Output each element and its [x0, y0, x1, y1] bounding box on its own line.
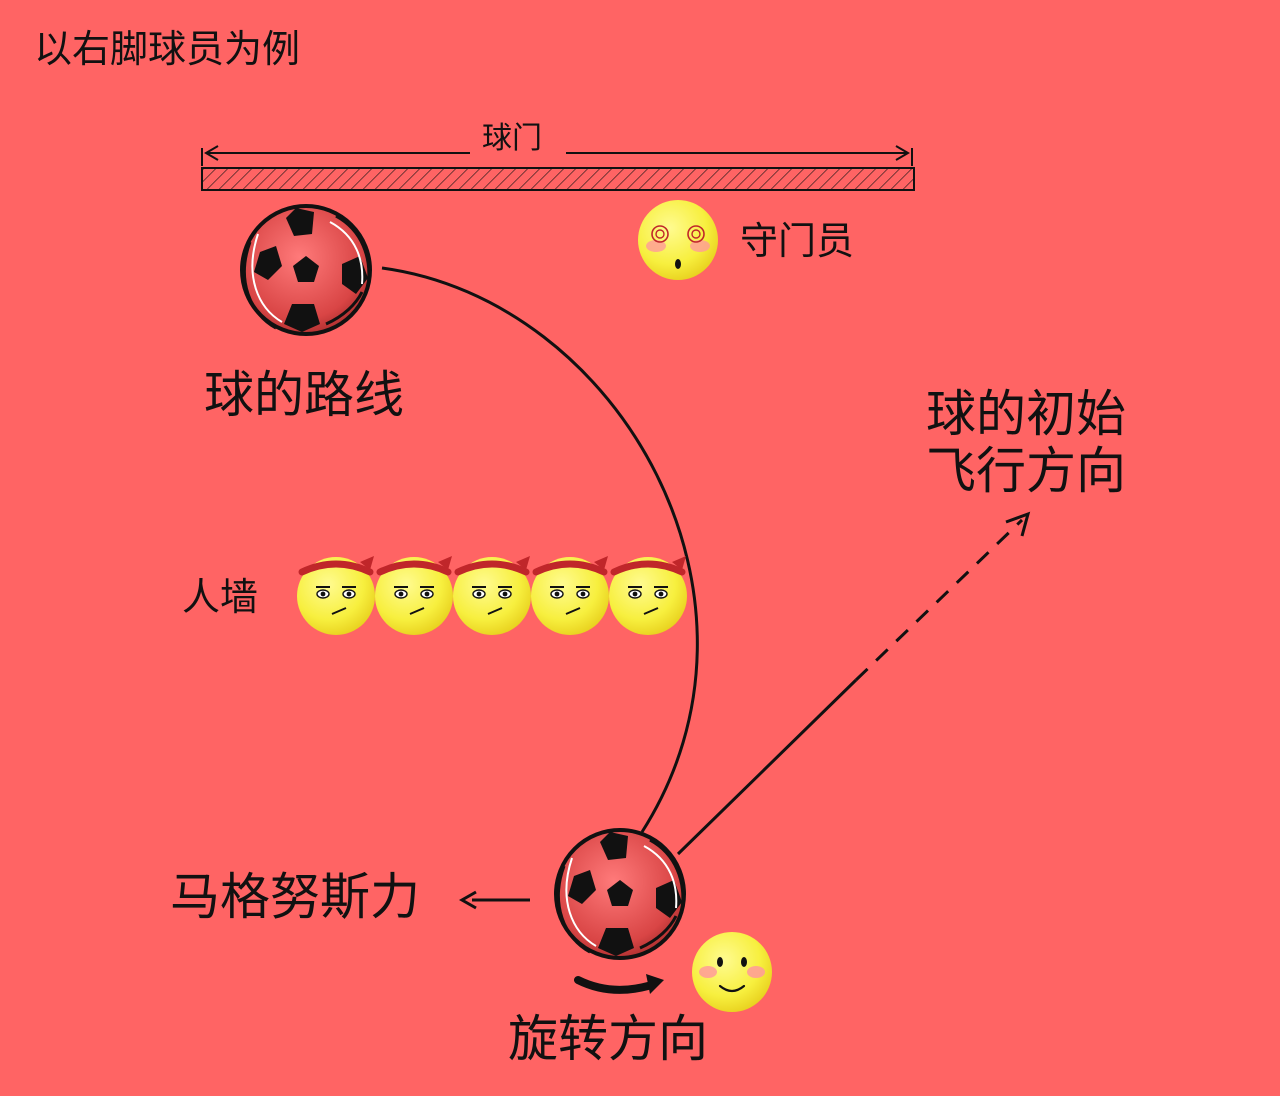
- magnus-force-label: 马格努斯力: [170, 868, 420, 926]
- initial-direction-dashed-line: [854, 518, 1024, 682]
- soccer-ball-icon: [240, 204, 372, 336]
- initial-direction-arrowhead: [1005, 511, 1031, 537]
- goal-label: 球门: [482, 121, 542, 156]
- wall-players: [297, 556, 687, 635]
- wall-player-emoji-icon: [297, 556, 375, 635]
- wall-player-emoji-icon: [375, 556, 453, 635]
- goal-bar: [201, 167, 915, 191]
- wall-label: 人墙: [182, 575, 259, 619]
- ball-path-label: 球的路线: [204, 366, 404, 424]
- ball-path-curve: [381, 266, 699, 833]
- wall-player-emoji-icon: [453, 556, 531, 635]
- goal: [201, 145, 915, 191]
- spin-arrow: [574, 976, 652, 994]
- spin-direction-label: 旋转方向: [508, 1010, 708, 1068]
- initial-direction-label: 球的初始 飞行方向: [926, 385, 1126, 500]
- diagram-title: 以右脚球员为例: [34, 27, 301, 71]
- wall-player-emoji-icon: [531, 556, 609, 635]
- magnus-force-arrowhead: [458, 890, 477, 910]
- wall-player-emoji-icon: [609, 556, 687, 635]
- initial-direction-solid-line: [676, 678, 858, 856]
- kicker-emoji-icon: [692, 932, 772, 1012]
- goal-arrowhead-left: [204, 145, 219, 161]
- goalkeeper-emoji-icon: [638, 200, 718, 280]
- spin-arrowhead: [646, 974, 664, 994]
- soccer-ball-icon: [554, 828, 686, 960]
- goalkeeper-label: 守门员: [740, 219, 855, 263]
- goal-arrowhead-right: [895, 145, 910, 161]
